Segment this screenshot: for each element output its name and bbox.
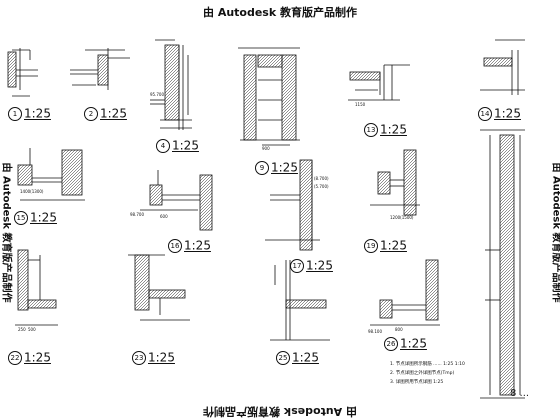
detail-22-drawing — [15, 249, 58, 326]
dim-500: 500 — [28, 327, 36, 332]
detail-scale: 1:25 — [380, 238, 407, 253]
detail-14-drawing — [480, 39, 525, 95]
dim-900: 900 — [262, 146, 270, 151]
watermark-top: 由 Autodesk 教育版产品制作 — [202, 6, 357, 19]
elev-98-100: 98.100 — [368, 329, 382, 334]
detail-19-drawing — [370, 149, 420, 216]
dim-1200: 1200(1500) — [390, 215, 414, 220]
detail-scale: 1:25 — [292, 350, 319, 365]
detail-number: 26 — [384, 336, 398, 351]
detail-15-drawing — [17, 148, 85, 201]
detail-scale: 1:25 — [24, 106, 51, 121]
detail-scale: 1:25 — [24, 350, 51, 365]
detail-1-drawing — [7, 48, 38, 97]
detail-2-drawing — [70, 48, 130, 90]
detail-4-drawing — [150, 39, 192, 130]
detail-number: 9 — [255, 160, 269, 175]
detail-23-drawing — [128, 254, 190, 321]
detail-scale: 1:25 — [30, 210, 57, 225]
drawing-notes: 1. 节点详图所示钢筋 ...... 1:25 1:10 2. 节点详图之外详图… — [390, 360, 465, 387]
dim-1400: 1400(1300) — [20, 189, 44, 194]
detail-number: 19 — [364, 238, 378, 253]
detail-scale: 1:25 — [172, 138, 199, 153]
detail-scale: 1:25 — [184, 238, 211, 253]
detail-number: 22 — [8, 350, 22, 365]
dim-250: 250 — [18, 327, 26, 332]
detail-scale: 1:25 — [494, 106, 521, 121]
elev-5-700: (5.700) — [314, 184, 329, 189]
detail-scale: 1:25 — [400, 336, 427, 351]
detail-scale: 1:25 — [148, 350, 175, 365]
detail-number: 1 — [8, 106, 22, 121]
detail-9-drawing — [238, 47, 300, 146]
detail-number: 13 — [364, 122, 378, 137]
elev-95-700: 95.700 — [150, 92, 164, 97]
watermark-bottom: 由 Autodesk 教育版产品制作 — [203, 405, 358, 418]
detail-number: 23 — [132, 350, 146, 365]
wall-section-drawing — [480, 129, 525, 399]
detail-scale: 1:25 — [306, 258, 333, 273]
detail-number: 15 — [14, 210, 28, 225]
detail-25-drawing — [270, 260, 330, 341]
detail-scale: 1:25 — [380, 122, 407, 137]
note-line-3: 3. 详图所用节点详图 1:25 — [390, 380, 444, 385]
detail-26-drawing — [370, 259, 440, 326]
dim-1150: 1150 — [355, 102, 366, 107]
elev-8-700: (8.700) — [314, 176, 329, 181]
watermark-right: 由 Autodesk 教育版产品制作 — [550, 163, 560, 303]
detail-number: 17 — [290, 258, 304, 273]
detail-number: 25 — [276, 350, 290, 365]
detail-scale: 1:25 — [100, 106, 127, 121]
detail-13-drawing — [348, 64, 410, 101]
detail-number: 16 — [168, 238, 182, 253]
legend-mark: 8 ... — [510, 388, 530, 399]
detail-16-drawing — [140, 170, 213, 231]
detail-number: 4 — [156, 138, 170, 153]
elev-98-700: 98.700 — [130, 212, 144, 217]
note-line-1: 1. 节点详图所示钢筋 ...... 1:25 1:10 — [390, 362, 465, 367]
detail-scale: 1:25 — [271, 160, 298, 175]
detail-number: 14 — [478, 106, 492, 121]
dimension-labels: 900 1400(1300) 1200(1500) 600 1150 250 5… — [18, 92, 414, 334]
note-line-2: 2. 节点详图之外详图节点(Tmp) — [390, 371, 455, 376]
dim-800: 800 — [395, 327, 403, 332]
dim-600: 600 — [160, 214, 168, 219]
detail-17-drawing — [265, 159, 320, 251]
detail-number: 2 — [84, 106, 98, 121]
